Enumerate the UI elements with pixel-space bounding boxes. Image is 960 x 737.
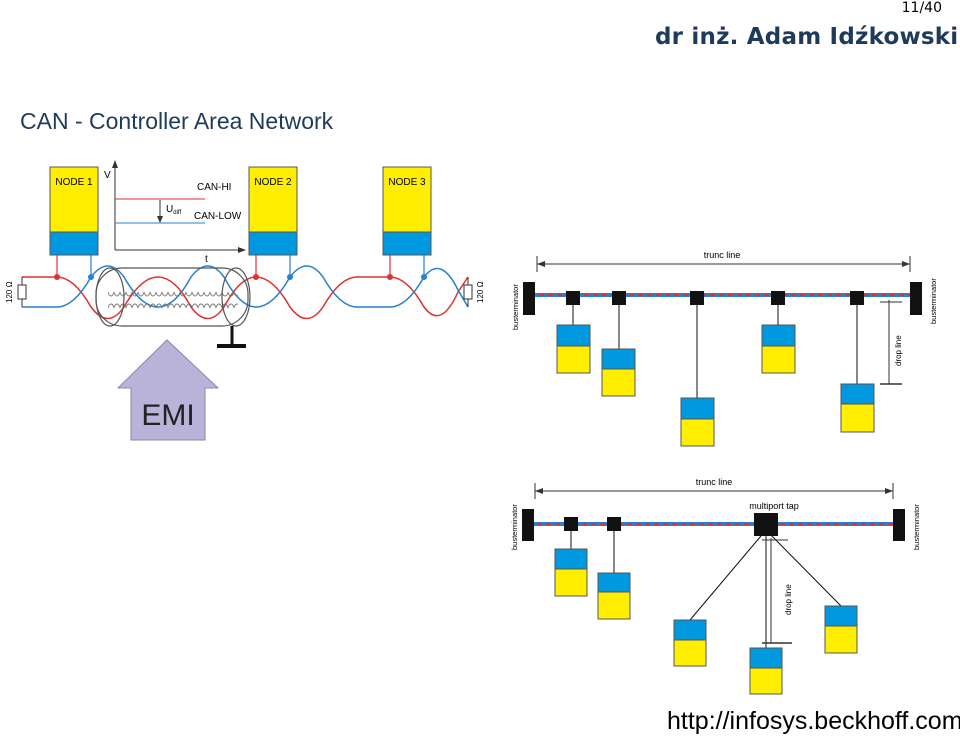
u-diff-label: Udiff [166, 204, 181, 216]
top-terminator-left-label: busterminator [511, 284, 520, 330]
bottom-terminator-left-label: busterminator [510, 504, 519, 550]
page-number: 11/40 [901, 0, 942, 16]
bottom-terminator-right [893, 509, 905, 541]
bottom-drop-label: drop line [784, 584, 793, 615]
top-terminator-right [910, 282, 922, 315]
top-trunk-label: trunc line [704, 250, 741, 260]
can-low-wire [21, 265, 469, 308]
bottom-nodes [554, 548, 858, 695]
bottom-trunk-label: trunc line [696, 477, 733, 487]
node-2: NODE 2 [248, 166, 298, 256]
right-resistor-label: 120 Ω [476, 281, 485, 303]
top-terminator-left [523, 282, 535, 315]
coil-shield [95, 267, 251, 348]
top-terminator-right-label: busterminator [929, 278, 938, 324]
can-low-label: CAN-LOW [194, 211, 242, 222]
node-1: NODE 1 [49, 166, 99, 256]
top-right-diagram: trunc line busterminator busterminator [511, 250, 938, 447]
source-link[interactable]: http://infosys.beckhoff.com/ [667, 707, 960, 735]
graph-x-label: t [205, 254, 208, 265]
multiport-tap [754, 513, 778, 536]
signal-graph: V t CAN-HI CAN-LOW Udiff [104, 160, 246, 265]
left-resistor-label: 120 Ω [5, 281, 14, 303]
can-hi-label: CAN-HI [197, 182, 231, 193]
node-3-label: NODE 3 [388, 177, 426, 188]
node-2-label: NODE 2 [254, 177, 292, 188]
bottom-terminator-left [522, 509, 534, 541]
emi-label: EMI [141, 399, 194, 432]
top-nodes [556, 324, 875, 447]
node-3: NODE 3 [382, 166, 432, 256]
emi-arrow: EMI [116, 339, 220, 441]
page-title: CAN - Controller Area Network [20, 108, 334, 134]
left-can-diagram: NODE 1 NODE 2 NODE 3 [5, 160, 485, 441]
graph-y-label: V [104, 170, 111, 181]
author-name: dr inż. Adam Idźkowski [655, 24, 959, 50]
top-drop-label: drop line [894, 335, 903, 366]
multiport-tap-label: multiport tap [749, 501, 799, 511]
right-resistor: 120 Ω [463, 277, 485, 307]
bottom-right-diagram: trunc line busterminator busterminator m… [510, 477, 921, 695]
bottom-terminator-right-label: busterminator [912, 504, 921, 550]
left-resistor: 120 Ω [5, 277, 27, 307]
node-1-label: NODE 1 [55, 177, 93, 188]
